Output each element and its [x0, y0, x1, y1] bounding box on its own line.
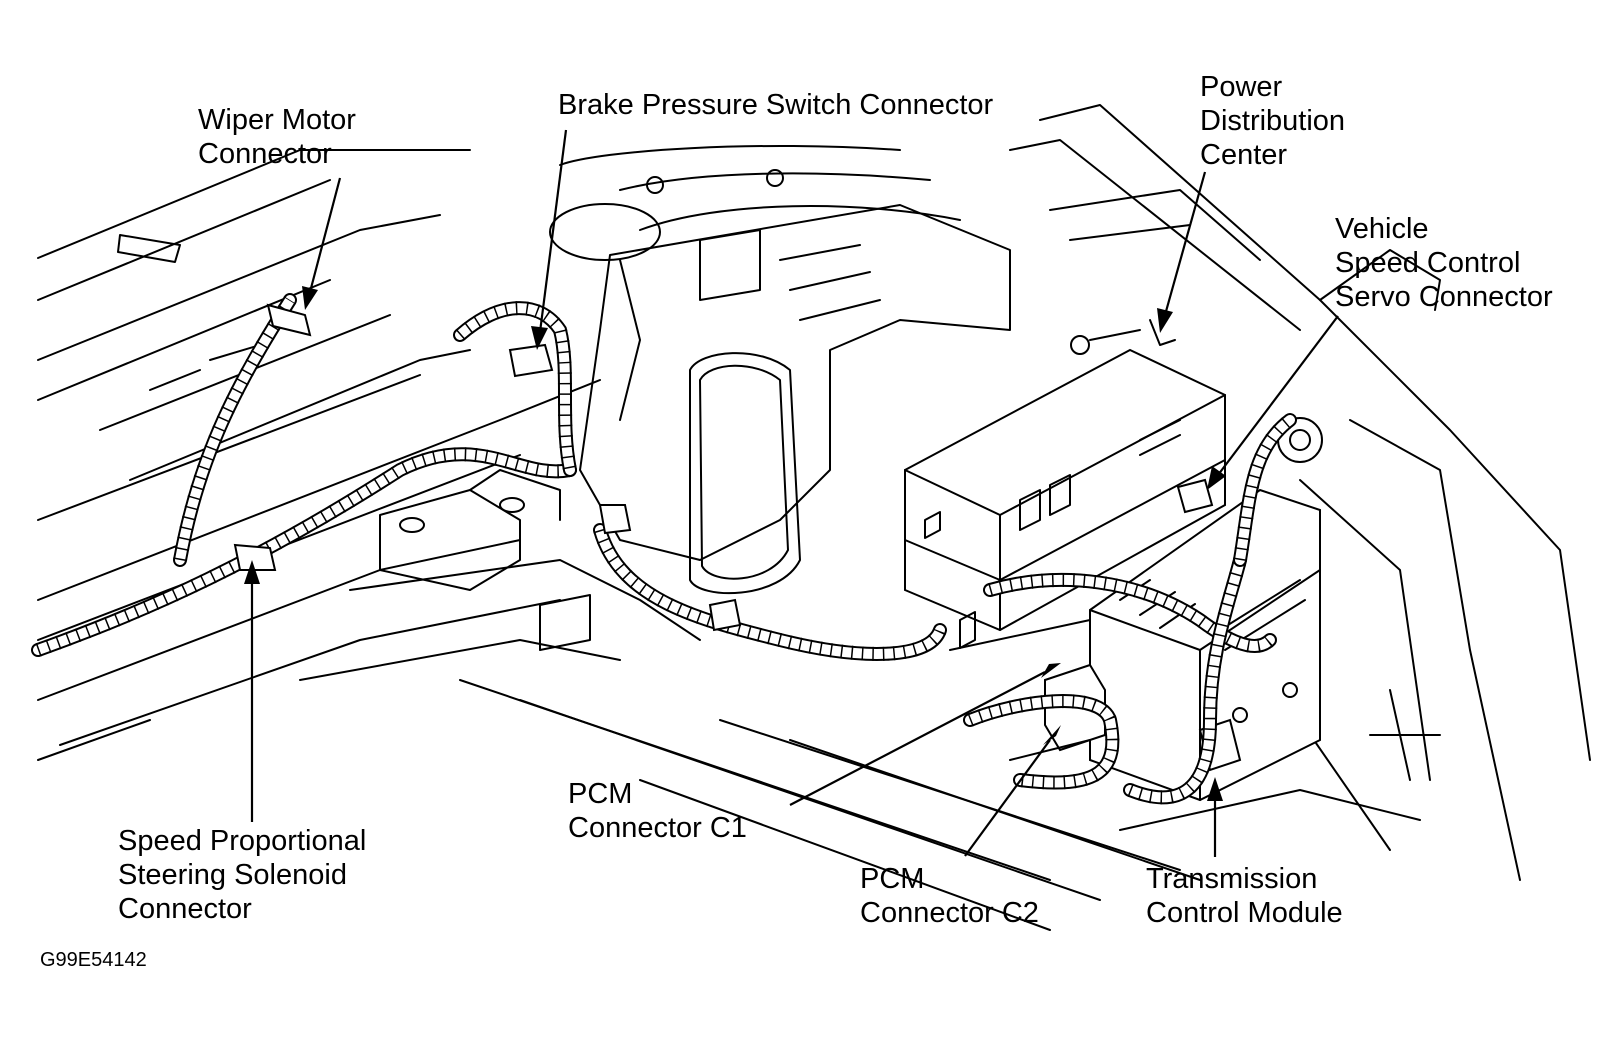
label-vehicle-speed-control-servo-connector: Vehicle Speed Control Servo Connector — [1335, 213, 1553, 313]
leader-lines — [244, 129, 1339, 857]
pcm-tcm-assembly-drawing — [949, 488, 1321, 802]
label-brake-pressure-switch-connector: Brake Pressure Switch Connector — [558, 89, 994, 121]
power-distribution-center-drawing — [904, 319, 1226, 649]
figure-code: G99E54142 — [40, 949, 147, 971]
body-structure-lines — [37, 104, 1591, 931]
label-power-distribution-center: Power Distribution Center — [1200, 71, 1346, 171]
label-pcm-connector-c2: PCM Connector C2 — [860, 863, 1039, 929]
label-pcm-connector-c1: PCM Connector C1 — [568, 778, 747, 844]
label-speed-proportional-steering-solenoid-connector: Speed Proportional Steering Solenoid Con… — [118, 825, 367, 925]
wiring-harness-drawing — [31, 293, 1297, 805]
label-wiper-motor-connector: Wiper Motor Connector — [198, 104, 356, 170]
label-transmission-control-module: Transmission Control Module — [1146, 863, 1343, 929]
